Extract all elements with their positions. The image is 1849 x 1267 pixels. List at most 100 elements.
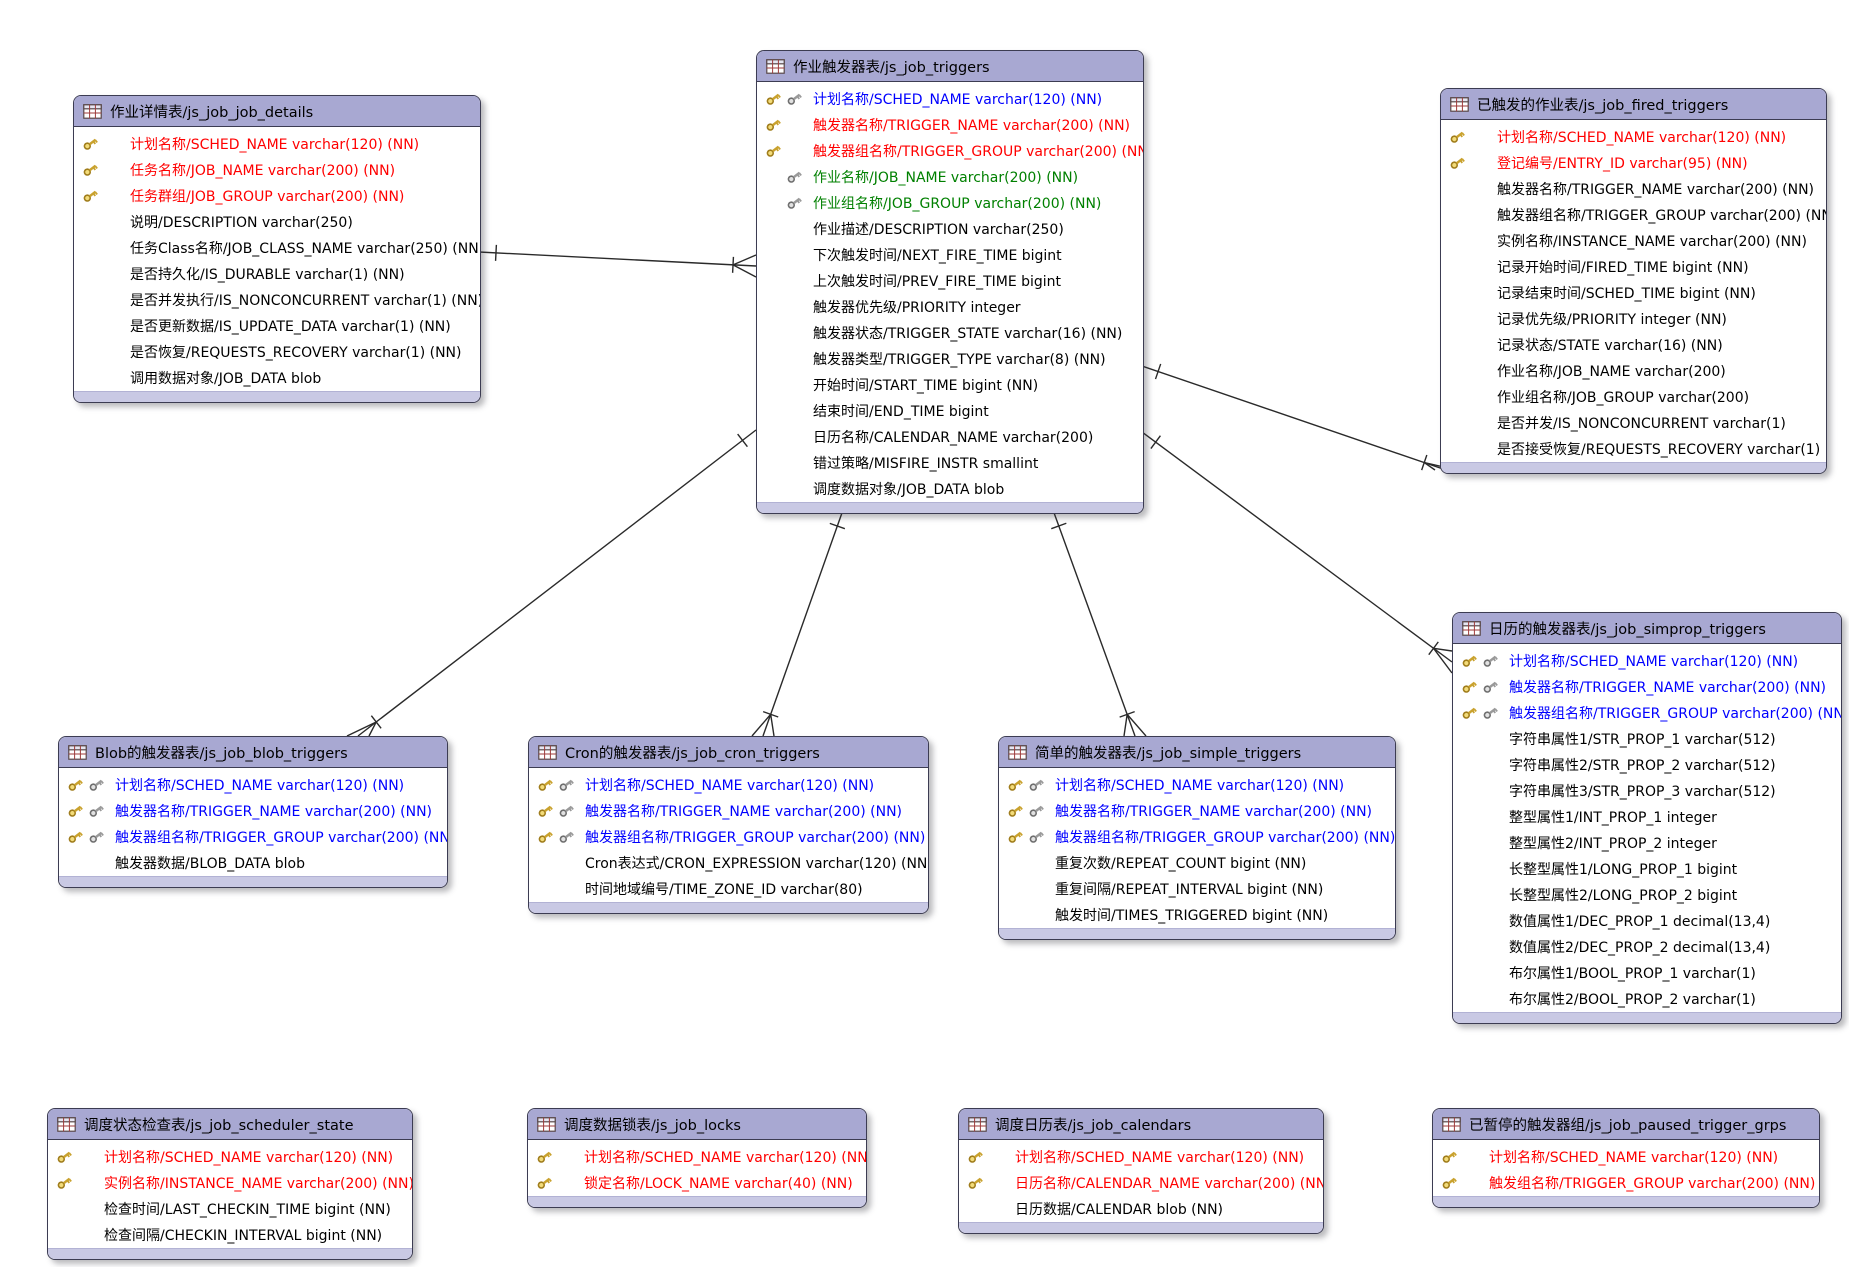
field-row[interactable]: 是否并发执行/IS_NONCONCURRENT varchar(1) (NN) <box>74 287 480 313</box>
table-header[interactable]: 调度日历表/js_job_calendars <box>959 1109 1323 1140</box>
field-row[interactable]: 触发器组名称/TRIGGER_GROUP varchar(200) (NN) <box>59 824 447 850</box>
field-row[interactable]: 锁定名称/LOCK_NAME varchar(40) (NN) <box>528 1170 866 1196</box>
field-row[interactable]: 长整型属性2/LONG_PROP_2 bigint <box>1453 882 1841 908</box>
field-row[interactable]: 触发器名称/TRIGGER_NAME varchar(200) (NN) <box>999 798 1395 824</box>
field-row[interactable]: 日历数据/CALENDAR blob (NN) <box>959 1196 1323 1222</box>
field-row[interactable]: 检查时间/LAST_CHECKIN_TIME bigint (NN) <box>48 1196 412 1222</box>
table-header[interactable]: 作业详情表/js_job_job_details <box>74 96 480 127</box>
relationship-line-triggers-to-cron_triggers[interactable] <box>751 509 846 737</box>
field-row[interactable]: 记录状态/STATE varchar(16) (NN) <box>1441 332 1826 358</box>
table-header[interactable]: Blob的触发器表/js_job_blob_triggers <box>59 737 447 768</box>
field-row[interactable]: 触发器组名称/TRIGGER_GROUP varchar(200) (NN) <box>1453 700 1841 726</box>
table-js_job_scheduler_state[interactable]: 调度状态检查表/js_job_scheduler_state 计划名称/SCHED… <box>47 1108 413 1260</box>
field-row[interactable]: 下次触发时间/NEXT_FIRE_TIME bigint <box>757 242 1143 268</box>
field-row[interactable]: 记录优先级/PRIORITY integer (NN) <box>1441 306 1826 332</box>
field-row[interactable]: 计划名称/SCHED_NAME varchar(120) (NN) <box>1453 648 1841 674</box>
table-header[interactable]: 调度状态检查表/js_job_scheduler_state <box>48 1109 412 1140</box>
table-header[interactable]: 已触发的作业表/js_job_fired_triggers <box>1441 89 1826 120</box>
relationship-line-triggers-to-fired_triggers[interactable] <box>1141 363 1458 471</box>
field-row[interactable]: 整型属性2/INT_PROP_2 integer <box>1453 830 1841 856</box>
field-row[interactable]: 计划名称/SCHED_NAME varchar(120) (NN) <box>59 772 447 798</box>
field-row[interactable]: 触发组名称/TRIGGER_GROUP varchar(200) (NN) <box>1433 1170 1819 1196</box>
field-row[interactable]: 是否恢复/REQUESTS_RECOVERY varchar(1) (NN) <box>74 339 480 365</box>
field-row[interactable]: 计划名称/SCHED_NAME varchar(120) (NN) <box>48 1144 412 1170</box>
field-row[interactable]: 登记编号/ENTRY_ID varchar(95) (NN) <box>1441 150 1826 176</box>
field-row[interactable]: 任务Class名称/JOB_CLASS_NAME varchar(250) (N… <box>74 235 480 261</box>
field-row[interactable]: 是否更新数据/IS_UPDATE_DATA varchar(1) (NN) <box>74 313 480 339</box>
field-row[interactable]: 重复间隔/REPEAT_INTERVAL bigint (NN) <box>999 876 1395 902</box>
field-row[interactable]: 计划名称/SCHED_NAME varchar(120) (NN) <box>1433 1144 1819 1170</box>
field-row[interactable]: 触发器组名称/TRIGGER_GROUP varchar(200) (NN) <box>529 824 928 850</box>
field-row[interactable]: 触发时间/TIMES_TRIGGERED bigint (NN) <box>999 902 1395 928</box>
field-row[interactable]: 计划名称/SCHED_NAME varchar(120) (NN) <box>529 772 928 798</box>
field-row[interactable]: 布尔属性1/BOOL_PROP_1 varchar(1) <box>1453 960 1841 986</box>
field-row[interactable]: 结束时间/END_TIME bigint <box>757 398 1143 424</box>
field-row[interactable]: 计划名称/SCHED_NAME varchar(120) (NN) <box>1441 124 1826 150</box>
table-js_job_simple_triggers[interactable]: 简单的触发器表/js_job_simple_triggers 计划名称/SCHED… <box>998 736 1396 940</box>
field-row[interactable]: 计划名称/SCHED_NAME varchar(120) (NN) <box>74 131 480 157</box>
field-row[interactable]: 记录开始时间/FIRED_TIME bigint (NN) <box>1441 254 1826 280</box>
field-row[interactable]: 触发器名称/TRIGGER_NAME varchar(200) (NN) <box>1453 674 1841 700</box>
field-row[interactable]: 开始时间/START_TIME bigint (NN) <box>757 372 1143 398</box>
field-row[interactable]: 触发器名称/TRIGGER_NAME varchar(200) (NN) <box>1441 176 1826 202</box>
table-js_job_locks[interactable]: 调度数据锁表/js_job_locks 计划名称/SCHED_NAME varch… <box>527 1108 867 1208</box>
field-row[interactable]: 任务名称/JOB_NAME varchar(200) (NN) <box>74 157 480 183</box>
field-row[interactable]: 检查间隔/CHECKIN_INTERVAL bigint (NN) <box>48 1222 412 1248</box>
field-row[interactable]: 触发器组名称/TRIGGER_GROUP varchar(200) (NN) <box>757 138 1143 164</box>
field-row[interactable]: 计划名称/SCHED_NAME varchar(120) (NN) <box>757 86 1143 112</box>
table-js_job_fired_triggers[interactable]: 已触发的作业表/js_job_fired_triggers 计划名称/SCHED_… <box>1440 88 1827 474</box>
table-header[interactable]: 作业触发器表/js_job_triggers <box>757 51 1143 82</box>
field-row[interactable]: 触发器优先级/PRIORITY integer <box>757 294 1143 320</box>
table-header[interactable]: 日历的触发器表/js_job_simprop_triggers <box>1453 613 1841 644</box>
field-row[interactable]: 计划名称/SCHED_NAME varchar(120) (NN) <box>999 772 1395 798</box>
field-row[interactable]: 数值属性1/DEC_PROP_1 decimal(13,4) <box>1453 908 1841 934</box>
field-row[interactable]: 作业组名称/JOB_GROUP varchar(200) (NN) <box>757 190 1143 216</box>
field-row[interactable]: 调度数据对象/JOB_DATA blob <box>757 476 1143 502</box>
field-row[interactable]: 触发器组名称/TRIGGER_GROUP varchar(200) (NN) <box>1441 202 1826 228</box>
field-row[interactable]: 布尔属性2/BOOL_PROP_2 varchar(1) <box>1453 986 1841 1012</box>
table-header[interactable]: 调度数据锁表/js_job_locks <box>528 1109 866 1140</box>
field-row[interactable]: 字符串属性1/STR_PROP_1 varchar(512) <box>1453 726 1841 752</box>
field-row[interactable]: 触发器名称/TRIGGER_NAME varchar(200) (NN) <box>59 798 447 824</box>
field-row[interactable]: 整型属性1/INT_PROP_1 integer <box>1453 804 1841 830</box>
field-row[interactable]: 重复次数/REPEAT_COUNT bigint (NN) <box>999 850 1395 876</box>
field-row[interactable]: 说明/DESCRIPTION varchar(250) <box>74 209 480 235</box>
relationship-line-triggers-to-blob_triggers[interactable] <box>346 429 757 737</box>
field-row[interactable]: 是否并发/IS_NONCONCURRENT varchar(1) <box>1441 410 1826 436</box>
field-row[interactable]: 日历名称/CALENDAR_NAME varchar(200) (NN) <box>959 1170 1323 1196</box>
field-row[interactable]: 任务群组/JOB_GROUP varchar(200) (NN) <box>74 183 480 209</box>
field-row[interactable]: 计划名称/SCHED_NAME varchar(120) (NN) <box>959 1144 1323 1170</box>
table-js_job_simprop_triggers[interactable]: 日历的触发器表/js_job_simprop_triggers 计划名称/SCHE… <box>1452 612 1842 1024</box>
table-header[interactable]: 简单的触发器表/js_job_simple_triggers <box>999 737 1395 768</box>
relationship-line-job_details-to-triggers[interactable] <box>478 244 757 278</box>
table-js_job_cron_triggers[interactable]: Cron的触发器表/js_job_cron_triggers 计划名称/SCHED… <box>528 736 929 914</box>
field-row[interactable]: 实例名称/INSTANCE_NAME varchar(200) (NN) <box>48 1170 412 1196</box>
field-row[interactable]: 触发器状态/TRIGGER_STATE varchar(16) (NN) <box>757 320 1143 346</box>
table-header[interactable]: Cron的触发器表/js_job_cron_triggers <box>529 737 928 768</box>
field-row[interactable]: 长整型属性1/LONG_PROP_1 bigint <box>1453 856 1841 882</box>
relationship-line-triggers-to-simple_triggers[interactable] <box>1051 509 1147 737</box>
field-row[interactable]: 错过策略/MISFIRE_INSTR smallint <box>757 450 1143 476</box>
field-row[interactable]: 作业描述/DESCRIPTION varchar(250) <box>757 216 1143 242</box>
field-row[interactable]: 字符串属性2/STR_PROP_2 varchar(512) <box>1453 752 1841 778</box>
field-row[interactable]: 作业名称/JOB_NAME varchar(200) (NN) <box>757 164 1143 190</box>
field-row[interactable]: 触发器组名称/TRIGGER_GROUP varchar(200) (NN) <box>999 824 1395 850</box>
field-row[interactable]: 字符串属性3/STR_PROP_3 varchar(512) <box>1453 778 1841 804</box>
field-row[interactable]: 上次触发时间/PREV_FIRE_TIME bigint <box>757 268 1143 294</box>
field-row[interactable]: 实例名称/INSTANCE_NAME varchar(200) (NN) <box>1441 228 1826 254</box>
table-js_job_triggers[interactable]: 作业触发器表/js_job_triggers 计划名称/SCHED_NAME va… <box>756 50 1144 514</box>
relationship-line-triggers-to-simprop_triggers[interactable] <box>1141 431 1453 674</box>
field-row[interactable]: 时间地域编号/TIME_ZONE_ID varchar(80) <box>529 876 928 902</box>
field-row[interactable]: 作业名称/JOB_NAME varchar(200) <box>1441 358 1826 384</box>
field-row[interactable]: 触发器类型/TRIGGER_TYPE varchar(8) (NN) <box>757 346 1143 372</box>
field-row[interactable]: 数值属性2/DEC_PROP_2 decimal(13,4) <box>1453 934 1841 960</box>
field-row[interactable]: 是否持久化/IS_DURABLE varchar(1) (NN) <box>74 261 480 287</box>
field-row[interactable]: 触发器名称/TRIGGER_NAME varchar(200) (NN) <box>529 798 928 824</box>
field-row[interactable]: 计划名称/SCHED_NAME varchar(120) (NN) <box>528 1144 866 1170</box>
field-row[interactable]: 触发器名称/TRIGGER_NAME varchar(200) (NN) <box>757 112 1143 138</box>
field-row[interactable]: 作业组名称/JOB_GROUP varchar(200) <box>1441 384 1826 410</box>
field-row[interactable]: 是否接受恢复/REQUESTS_RECOVERY varchar(1) <box>1441 436 1826 462</box>
field-row[interactable]: 调用数据对象/JOB_DATA blob <box>74 365 480 391</box>
table-js_job_blob_triggers[interactable]: Blob的触发器表/js_job_blob_triggers 计划名称/SCHED… <box>58 736 448 888</box>
